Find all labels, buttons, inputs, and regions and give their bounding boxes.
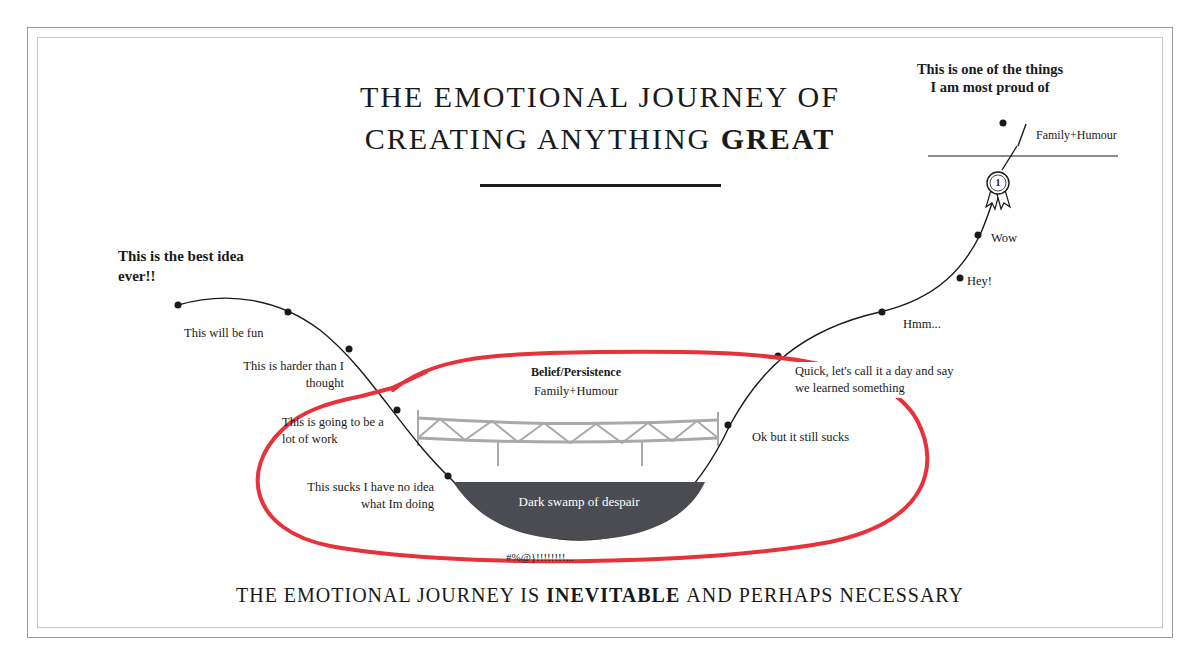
swamp-label: Dark swamp of despair xyxy=(453,482,705,510)
bridge xyxy=(418,410,718,466)
bridge-label: Family+Humour xyxy=(476,383,676,400)
inner-frame xyxy=(38,38,1163,628)
stage-label: This is harder than I thought xyxy=(222,358,344,392)
stage-label: Hmm... xyxy=(903,316,963,333)
stage-label: This sucks I have no idea what Im doing xyxy=(300,479,434,513)
swamp-region: Dark swamp of despair xyxy=(453,482,705,540)
start-label: This is the best idea ever!! xyxy=(118,246,253,287)
journey-curve-end xyxy=(1002,146,1017,170)
curse-label: #%@}!!!!!!!!... xyxy=(506,550,646,565)
caption: THE EMOTIONAL JOURNEY IS INEVITABLE AND … xyxy=(60,582,1140,609)
stage-label: This is going to be a lot of work xyxy=(282,414,394,448)
title: THE EMOTIONAL JOURNEY OF CREATING ANYTHI… xyxy=(320,76,880,160)
stage-label: Hey! xyxy=(967,273,1007,290)
summit-tick xyxy=(1018,124,1026,146)
medal-icon xyxy=(986,172,1010,209)
milestone-dots xyxy=(175,120,1007,480)
medal-number: 1 xyxy=(988,175,1008,191)
summit-label: This is one of the things I am most prou… xyxy=(915,60,1065,96)
stage-label: Quick, let's call it a day and say we le… xyxy=(793,362,957,398)
title-rule xyxy=(480,184,721,187)
journey-curve xyxy=(178,185,998,540)
outer-frame xyxy=(28,28,1173,638)
summit-label: Family+Humour xyxy=(1036,127,1146,143)
stage-label: Wow xyxy=(991,230,1031,247)
summit-line xyxy=(928,155,1118,156)
swamp-shape xyxy=(453,482,705,540)
stage-label: This will be fun xyxy=(184,325,304,342)
stage-label: Ok but it still sucks xyxy=(752,429,872,446)
bridge-heading: Belief/Persistence xyxy=(476,364,676,380)
